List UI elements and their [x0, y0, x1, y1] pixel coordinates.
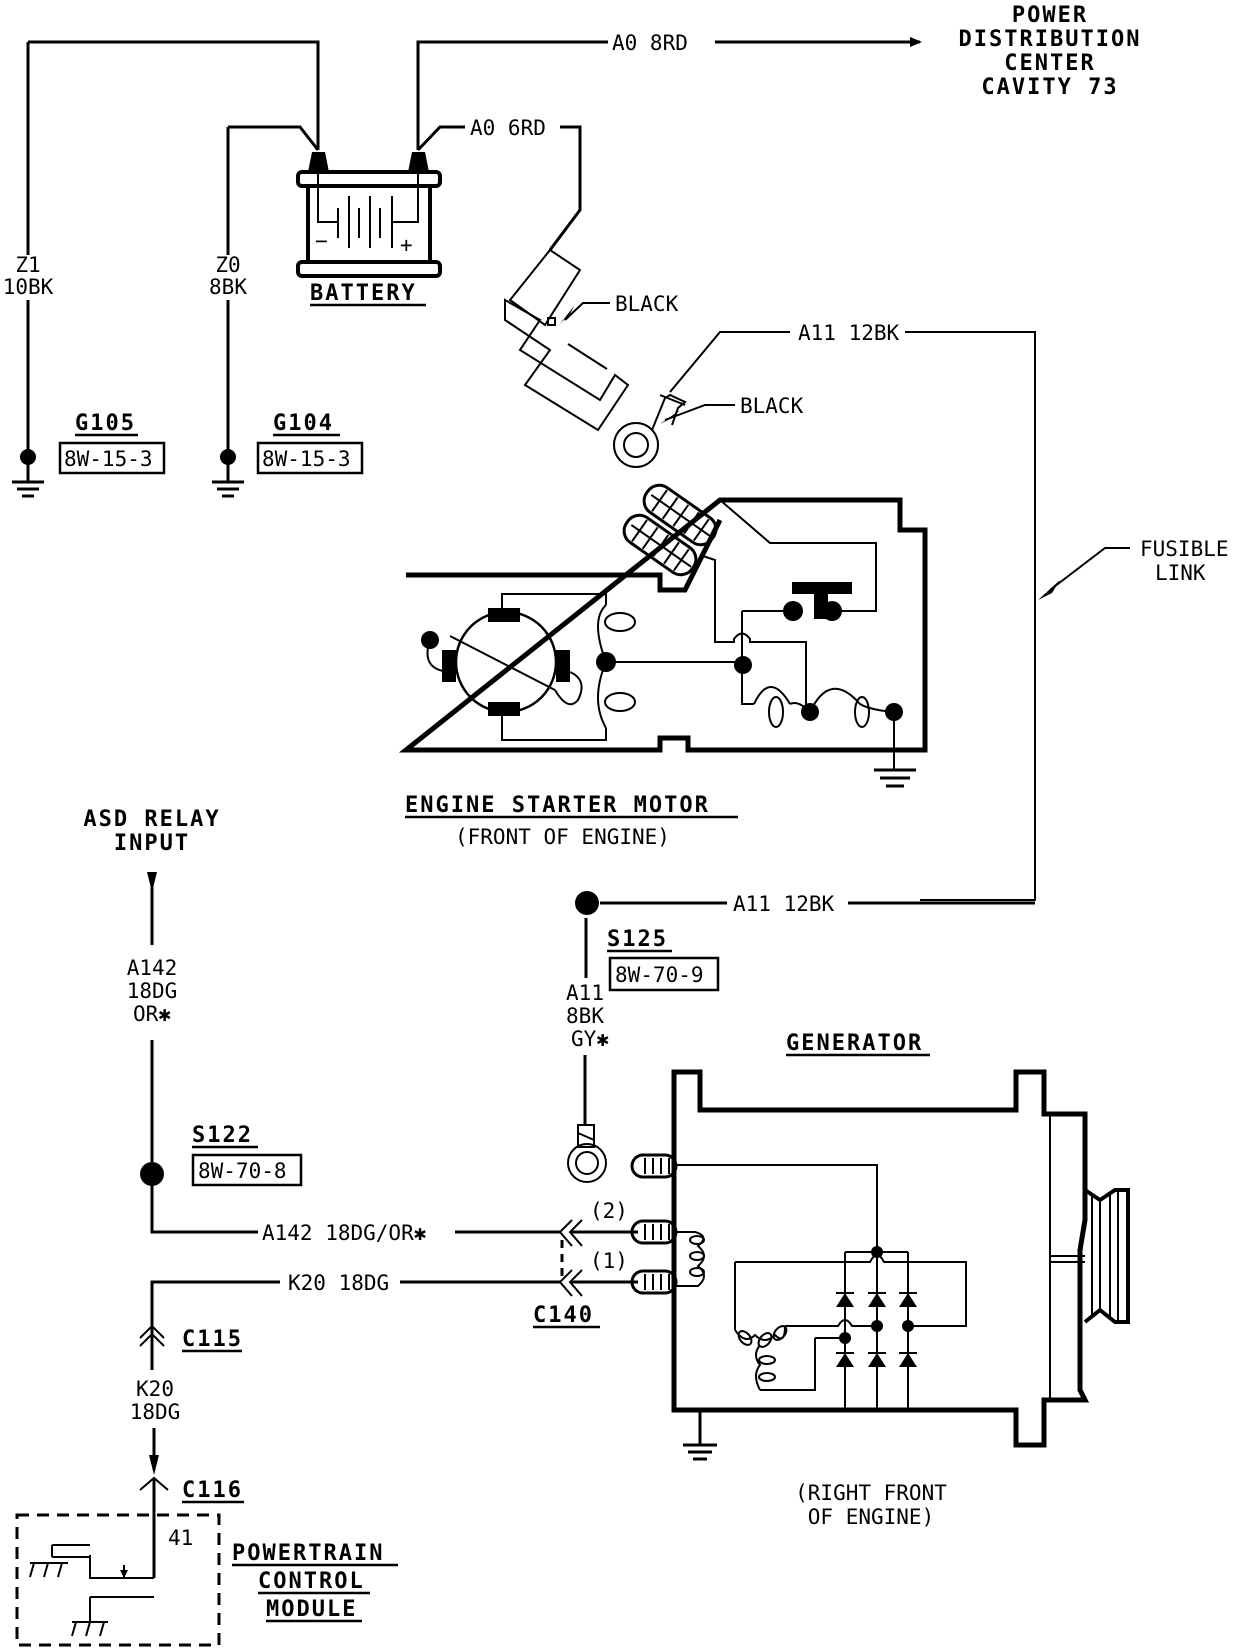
pdc-label-3: CENTER [1004, 51, 1095, 76]
wire-label-a11-12bk-top: A11 12BK [798, 321, 900, 345]
connector-c115: C115 [182, 1327, 243, 1352]
wire-a0-8rd [416, 37, 922, 150]
starter-ring-terminal-icon [613, 393, 687, 468]
splice-s125-dot [575, 891, 599, 915]
wire-z0-gauge: 8BK [209, 275, 247, 299]
wire-label-k20-horizontal: K20 18DG [288, 1271, 389, 1295]
generator-icon [630, 1069, 1130, 1461]
battery-icon: − + [296, 152, 442, 278]
wire-z0-circuit: Z0 [215, 253, 240, 277]
pcm-module-box [15, 1513, 221, 1647]
battery-cable-terminal-icon [504, 248, 630, 432]
battery-title: BATTERY [310, 281, 417, 306]
generator-location-2: OF ENGINE) [808, 1505, 934, 1529]
wire-label-a0-8rd: A0 8RD [612, 31, 688, 55]
splice-id-s122: S122 [192, 1123, 253, 1148]
wire-z1-gauge: 10BK [3, 275, 54, 299]
connector-c116: C116 [182, 1478, 243, 1503]
battery-positive: + [400, 233, 413, 257]
wire-label-a142-horizontal: A142 18DG/OR✱ [262, 1221, 427, 1245]
pdc-label-4: CAVITY 73 [981, 75, 1118, 100]
ground-ref-g105: 8W-15-3 [64, 447, 153, 471]
ground-id-g105: G105 [75, 411, 136, 436]
pdc-label-1: POWER [1012, 3, 1088, 28]
splice-ref-s125: 8W-70-9 [615, 963, 704, 987]
asd-label-2: INPUT [114, 831, 190, 856]
wire-a142-circuit: A142 [127, 956, 178, 980]
generator-location-1: (RIGHT FRONT [795, 1481, 947, 1505]
splice-id-s125: S125 [607, 927, 668, 952]
pdc-label-2: DISTRIBUTION [959, 27, 1142, 52]
wire-a142-gauge: 18DG [127, 979, 178, 1003]
starter-location: (FRONT OF ENGINE) [455, 825, 670, 849]
wire-z1-circuit: Z1 [15, 253, 40, 277]
connector-c140: C140 [533, 1303, 594, 1328]
connector-pin-1: (1) [590, 1249, 628, 1273]
pcm-label-2: CONTROL [258, 1569, 365, 1594]
wire-a11-gauge: 8BK [566, 1004, 604, 1028]
battery-negative: − [315, 229, 328, 253]
callout-fusible-1: FUSIBLE [1140, 537, 1229, 561]
ground-g105 [12, 449, 44, 498]
wire-a142-alt: OR✱ [133, 1002, 171, 1026]
generator-ring-terminal-icon [567, 1124, 607, 1183]
connector-pin-2: (2) [590, 1199, 628, 1223]
wire-label-a11-12bk-bottom: A11 12BK [733, 892, 835, 916]
wire-label-a0-6rd: A0 6RD [470, 116, 546, 140]
splice-ref-s122: 8W-70-8 [198, 1159, 287, 1183]
pcm-label-3: MODULE [266, 1597, 357, 1622]
starter-motor-icon [398, 483, 928, 788]
ground-g104 [212, 449, 244, 498]
pcm-label-1: POWERTRAIN [232, 1541, 384, 1566]
wire-k20-gauge: 18DG [130, 1400, 181, 1424]
asd-arrow-icon [147, 872, 157, 892]
starter-title: ENGINE STARTER MOTOR [405, 793, 710, 818]
ground-ref-g104: 8W-15-3 [262, 447, 351, 471]
asd-label-1: ASD RELAY [83, 807, 220, 832]
wire-a0-6rd [416, 125, 582, 251]
splice-s122-dot [140, 1162, 164, 1186]
callout-black-2: BLACK [740, 394, 804, 418]
generator-title: GENERATOR [786, 1031, 923, 1056]
ground-id-g104: G104 [273, 411, 334, 436]
callout-black-1: BLACK [615, 292, 679, 316]
wire-a11-alt: GY✱ [571, 1027, 609, 1051]
wire-k20-circuit: K20 [136, 1377, 174, 1401]
callout-fusible-2: LINK [1155, 561, 1206, 585]
pcm-pin-41: 41 [168, 1526, 193, 1550]
wire-a11-circuit: A11 [566, 981, 604, 1005]
